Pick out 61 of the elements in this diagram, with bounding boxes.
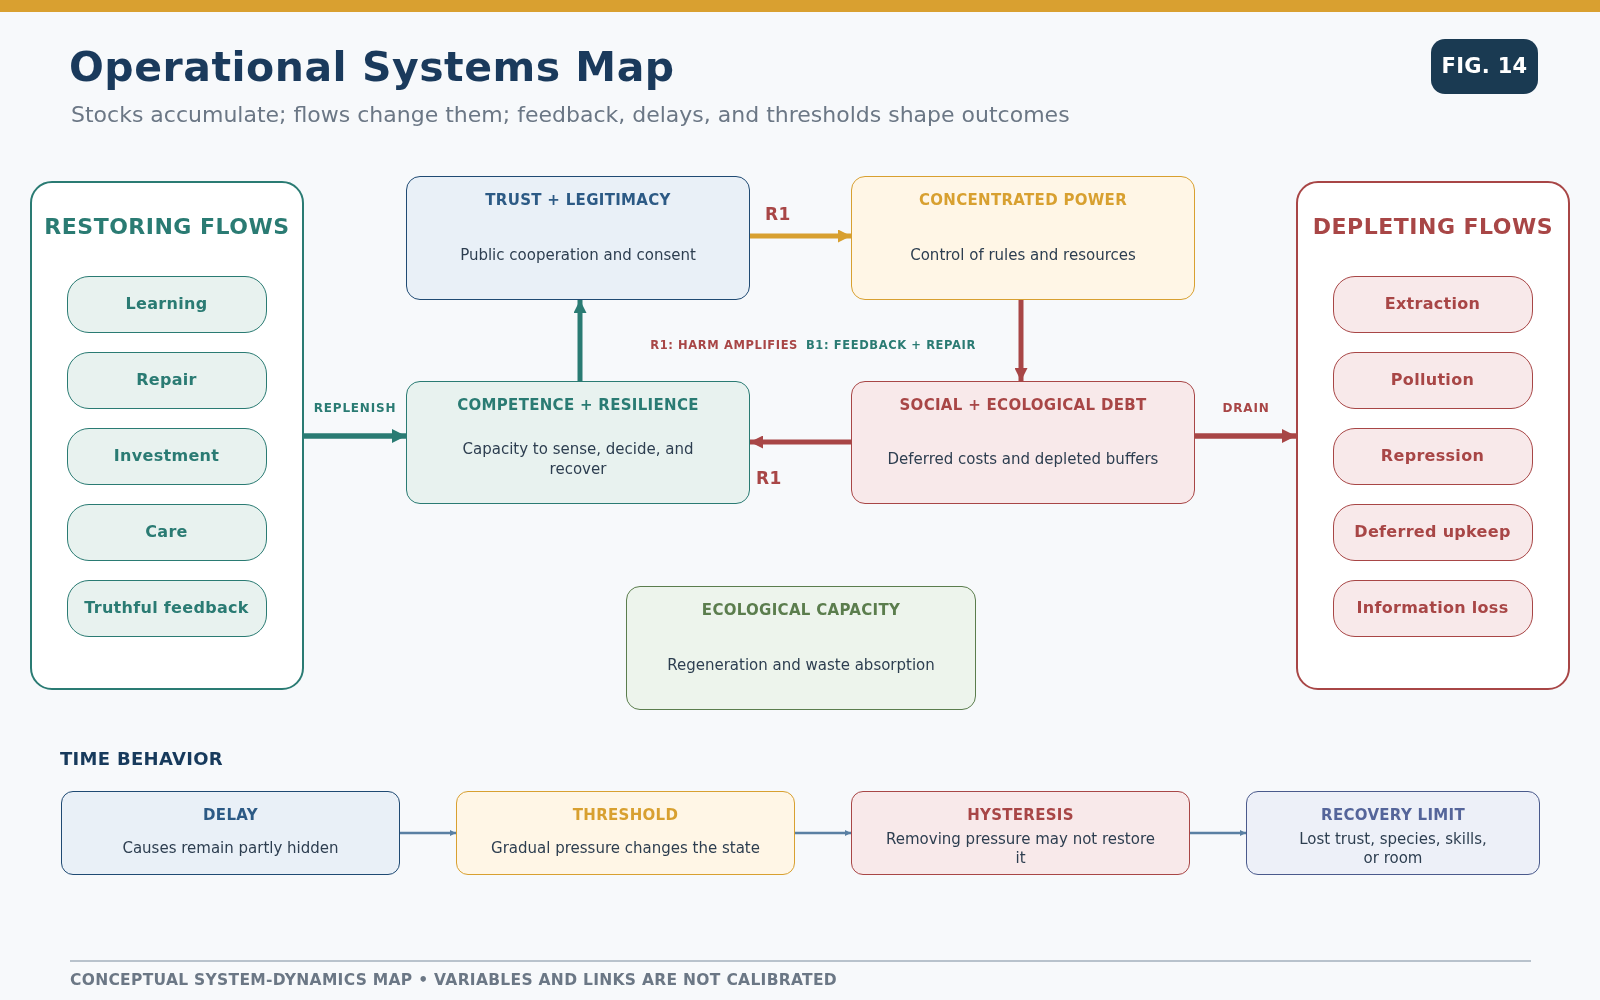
arrow xyxy=(795,829,851,837)
footer-note: CONCEPTUAL SYSTEM-DYNAMICS MAP • VARIABLES AND LINKS ARE NOT CALIBRATED xyxy=(70,970,837,990)
box-description: Control of rules and resources xyxy=(909,244,1137,265)
box-description: Gradual pressure changes the state xyxy=(491,839,760,858)
arrow xyxy=(750,229,851,243)
panel-title: DEPLETING FLOWS xyxy=(1311,213,1555,241)
loop-label: R1: HARM AMPLIFIES xyxy=(650,338,798,353)
box-description: Lost trust, species, skills, or room xyxy=(1298,829,1488,868)
stock-box xyxy=(626,586,976,710)
flow-item: Deferred upkeep xyxy=(1332,503,1533,561)
flow-item: Pollution xyxy=(1332,351,1533,409)
box-heading: CONCENTRATED POWER xyxy=(919,190,1127,210)
flow-group-panel xyxy=(30,181,304,690)
box-heading: THRESHOLD xyxy=(572,805,679,825)
box-heading: HYSTERESIS xyxy=(967,805,1074,825)
box-description: Regeneration and waste absorption xyxy=(666,654,936,675)
arrow xyxy=(1190,829,1246,837)
flow-item: Learning xyxy=(66,275,267,333)
box-heading: SOCIAL + ECOLOGICAL DEBT xyxy=(899,395,1147,415)
arrow xyxy=(1195,428,1296,444)
edge-label: DRAIN xyxy=(1222,400,1270,417)
arrow xyxy=(304,428,406,444)
box-description: Capacity to sense, decide, and recover xyxy=(461,439,695,479)
stock-box xyxy=(851,381,1195,504)
time-behavior-box xyxy=(851,791,1190,875)
flow-item: Investment xyxy=(66,427,267,485)
loop-label: B1: FEEDBACK + REPAIR xyxy=(806,338,976,353)
section-heading: TIME BEHAVIOR xyxy=(60,748,223,770)
flow-item: Repression xyxy=(1332,427,1533,485)
box-heading: ECOLOGICAL CAPACITY xyxy=(701,600,901,620)
arrow xyxy=(1014,300,1028,381)
flow-item: Extraction xyxy=(1332,275,1533,333)
figure-number-badge: FIG. 14 xyxy=(1431,39,1538,94)
arrow xyxy=(400,829,456,837)
time-behavior-box xyxy=(456,791,795,875)
time-behavior-box xyxy=(61,791,400,875)
flow-item: Repair xyxy=(66,351,267,409)
edge-label: REPLENISH xyxy=(313,400,397,417)
subtitle: Stocks accumulate; flows change them; feedback, delays, and thresholds shape outcomes xyxy=(71,101,1070,129)
stock-box xyxy=(851,176,1195,300)
box-heading: COMPETENCE + RESILIENCE xyxy=(457,395,699,415)
box-heading: TRUST + LEGITIMACY xyxy=(485,190,671,210)
flow-item: Truthful feedback xyxy=(66,579,267,637)
box-heading: RECOVERY LIMIT xyxy=(1321,805,1465,825)
page-title: Operational Systems Map xyxy=(69,42,675,92)
flow-item: Care xyxy=(66,503,267,561)
box-description: Public cooperation and consent xyxy=(459,244,697,265)
panel-title: RESTORING FLOWS xyxy=(43,213,291,241)
stock-box xyxy=(406,381,750,504)
box-description: Deferred costs and depleted buffers xyxy=(886,449,1160,469)
box-description: Removing pressure may not restore it xyxy=(885,829,1156,868)
edge-label: R1 xyxy=(756,468,782,488)
box-description: Causes remain partly hidden xyxy=(122,839,339,858)
edge-label: R1 xyxy=(765,204,791,224)
time-behavior-box xyxy=(1246,791,1540,875)
flow-item: Information loss xyxy=(1332,579,1533,637)
arrow xyxy=(750,435,851,449)
arrow xyxy=(573,300,587,381)
box-heading: DELAY xyxy=(203,805,258,825)
flow-group-panel xyxy=(1296,181,1570,690)
stock-box xyxy=(406,176,750,300)
